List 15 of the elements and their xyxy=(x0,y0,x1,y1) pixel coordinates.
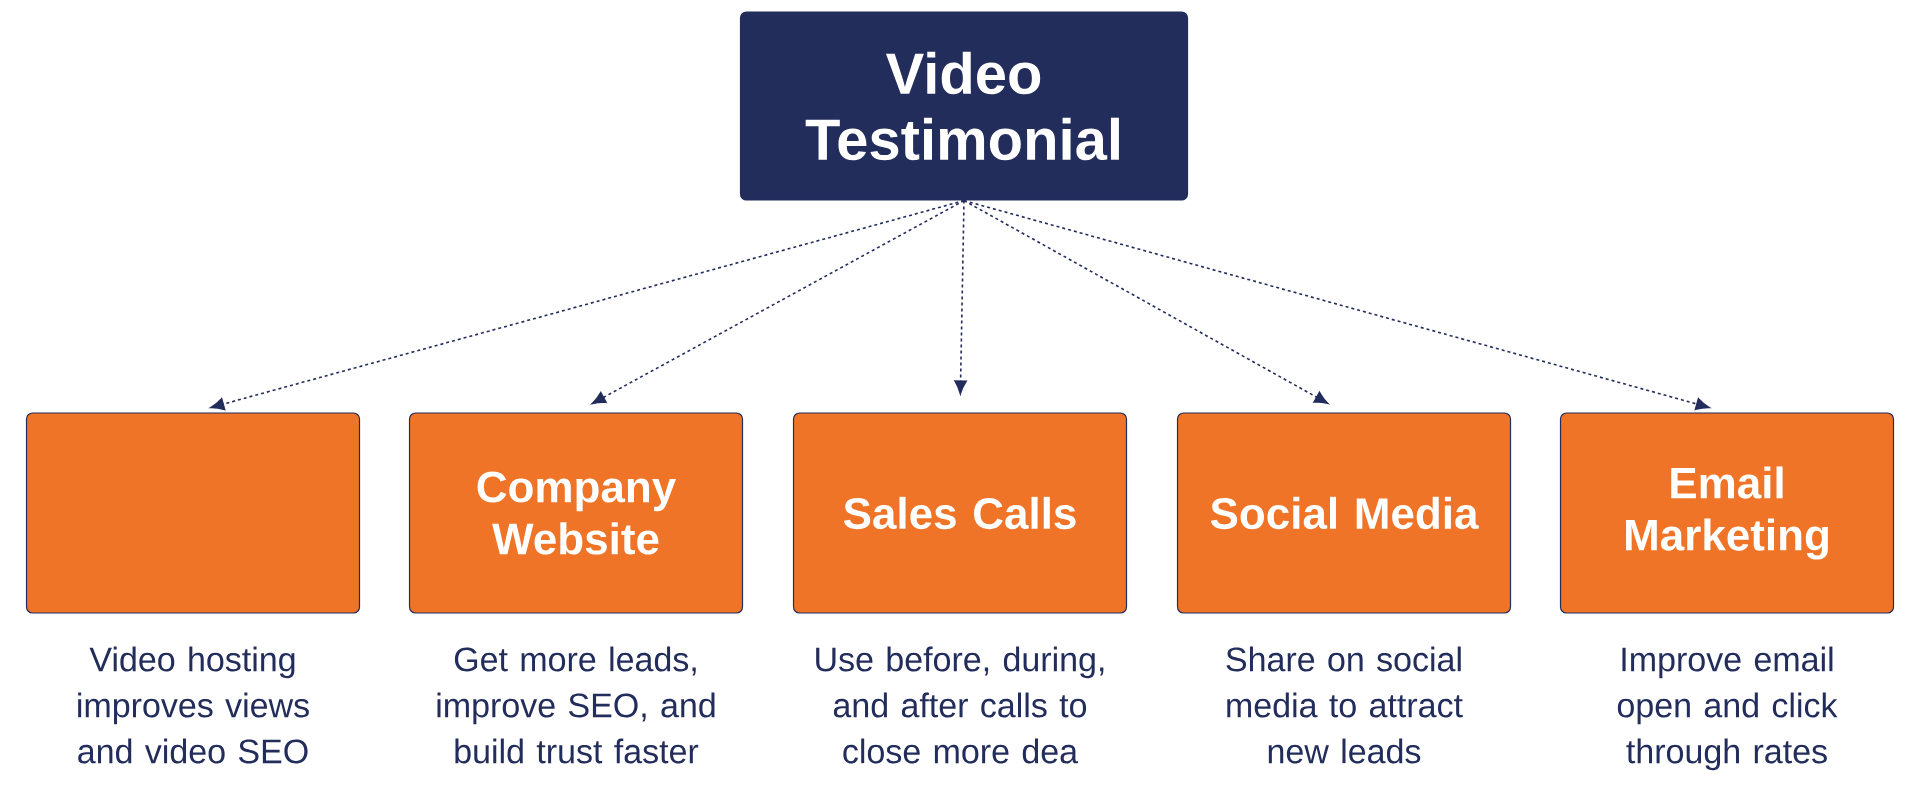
description-text: Improve email open and click through rates xyxy=(1617,646,1838,771)
description-text: Video hosting improves views and video SEO xyxy=(78,646,309,764)
arrow xyxy=(210,199,965,411)
description-text: Get more leads, improve SEO, and build trust faster xyxy=(437,646,715,764)
channel-box: Sales Calls xyxy=(792,412,1128,614)
channel-box: Company Website xyxy=(408,412,744,614)
channel-box: Social Media xyxy=(1176,412,1512,614)
title-box: Video Testimonial xyxy=(739,11,1189,201)
arrow xyxy=(954,199,967,395)
channel-box: Email Marketing xyxy=(1559,412,1895,614)
description-text: Share on social media to attract new leads xyxy=(1226,646,1463,764)
empty-box xyxy=(25,412,361,614)
description-text: Use before, during, and after calls to close more dea xyxy=(816,646,1104,764)
arrow xyxy=(963,199,1710,411)
arrow xyxy=(591,199,965,405)
